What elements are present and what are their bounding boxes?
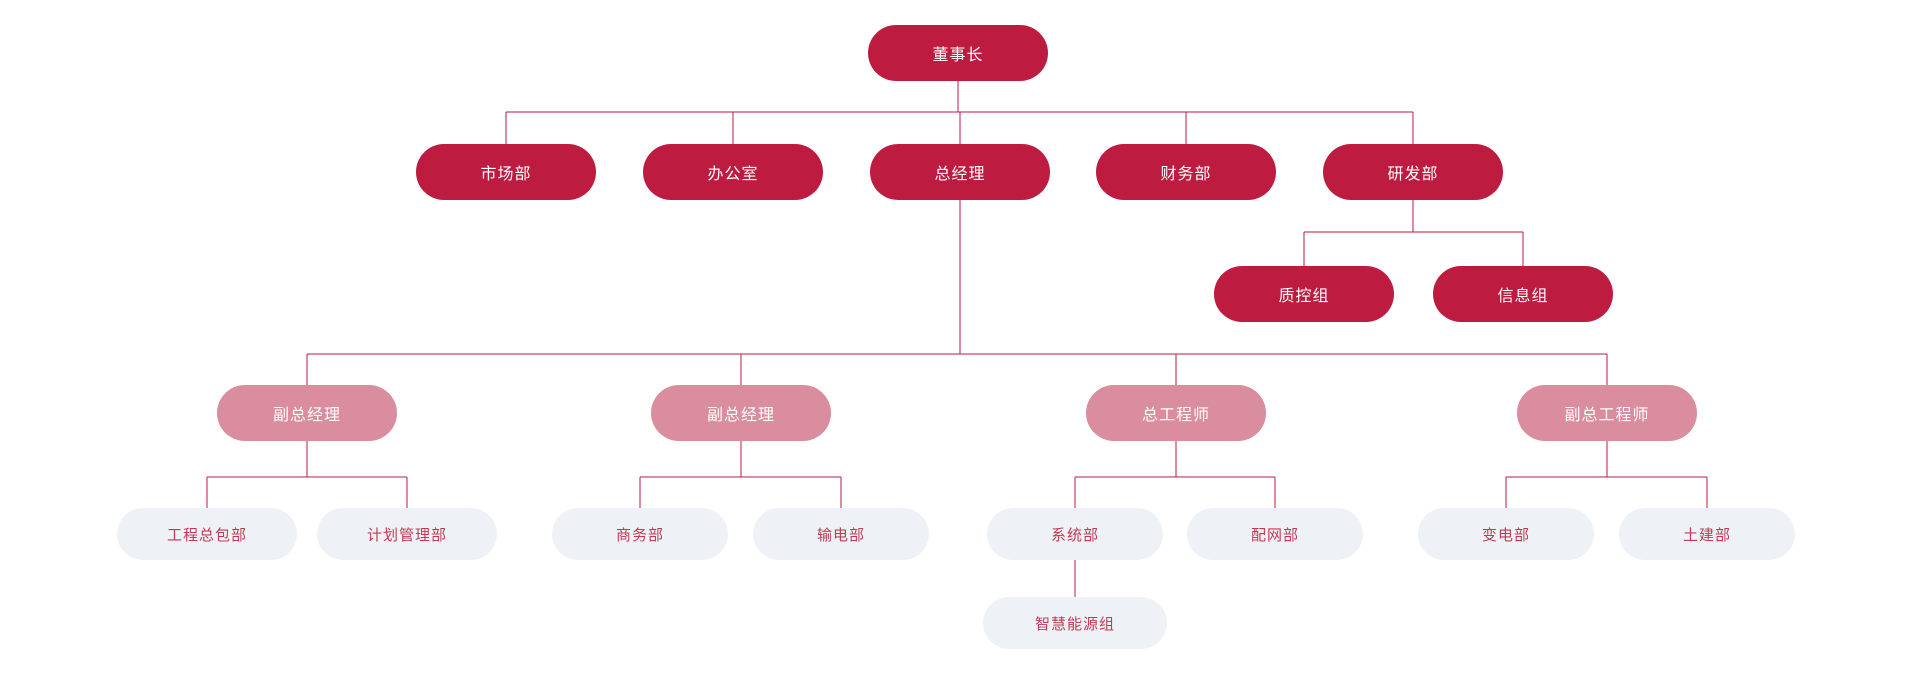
connector-chairman <box>505 81 1414 144</box>
org-node-rnd-dept: 研发部 <box>1323 144 1503 200</box>
connector-deputy-gm-2 <box>639 441 842 508</box>
org-node-marketing-dept: 市场部 <box>416 144 596 200</box>
org-node-label: 董事长 <box>932 47 984 64</box>
org-node-label: 总工程师 <box>1141 407 1210 424</box>
org-node-qc-group: 质控组 <box>1214 266 1394 322</box>
connector-deputy-gm-1 <box>206 441 408 508</box>
org-node-deputy-gm-2: 副总经理 <box>651 385 831 441</box>
org-node-label: 配网部 <box>1250 526 1299 544</box>
org-node-label: 土建部 <box>1682 526 1731 544</box>
org-node-label: 计划管理部 <box>366 526 447 544</box>
org-node-label: 副总经理 <box>272 407 341 424</box>
connector-general-manager <box>306 200 1608 385</box>
org-node-label: 质控组 <box>1278 288 1330 305</box>
org-node-civil-dept: 土建部 <box>1619 508 1795 560</box>
org-node-system-dept: 系统部 <box>987 508 1163 560</box>
org-node-office: 办公室 <box>643 144 823 200</box>
org-node-label: 工程总包部 <box>166 526 247 544</box>
org-node-transmission-dept: 输电部 <box>753 508 929 560</box>
org-node-substation-dept: 变电部 <box>1418 508 1594 560</box>
org-node-deputy-gm-1: 副总经理 <box>217 385 397 441</box>
connector-rnd-dept <box>1303 200 1524 266</box>
org-node-epc-dept: 工程总包部 <box>117 508 297 560</box>
org-node-info-group: 信息组 <box>1433 266 1613 322</box>
org-node-distribution-dept: 配网部 <box>1187 508 1363 560</box>
org-node-label: 智慧能源组 <box>1034 615 1115 633</box>
org-node-label: 输电部 <box>816 526 865 544</box>
org-node-label: 副总经理 <box>706 407 775 424</box>
org-node-label: 总经理 <box>934 166 986 183</box>
org-node-label: 办公室 <box>707 166 759 183</box>
org-node-label: 研发部 <box>1387 166 1439 183</box>
org-node-label: 商务部 <box>615 526 664 544</box>
org-node-planning-dept: 计划管理部 <box>317 508 497 560</box>
org-node-label: 系统部 <box>1050 526 1099 544</box>
org-node-label: 财务部 <box>1160 166 1212 183</box>
org-node-label: 副总工程师 <box>1564 407 1650 424</box>
org-node-smart-energy-group: 智慧能源组 <box>983 597 1167 649</box>
org-node-commerce-dept: 商务部 <box>552 508 728 560</box>
org-node-general-manager: 总经理 <box>870 144 1050 200</box>
org-node-chairman: 董事长 <box>868 25 1048 81</box>
connector-deputy-chief-engineer <box>1505 441 1708 508</box>
org-node-label: 变电部 <box>1481 526 1530 544</box>
org-node-deputy-chief-engineer: 副总工程师 <box>1517 385 1697 441</box>
org-node-label: 信息组 <box>1497 288 1549 305</box>
org-node-finance-dept: 财务部 <box>1096 144 1276 200</box>
org-node-chief-engineer: 总工程师 <box>1086 385 1266 441</box>
connector-chief-engineer <box>1074 441 1276 508</box>
org-node-label: 市场部 <box>480 166 532 183</box>
